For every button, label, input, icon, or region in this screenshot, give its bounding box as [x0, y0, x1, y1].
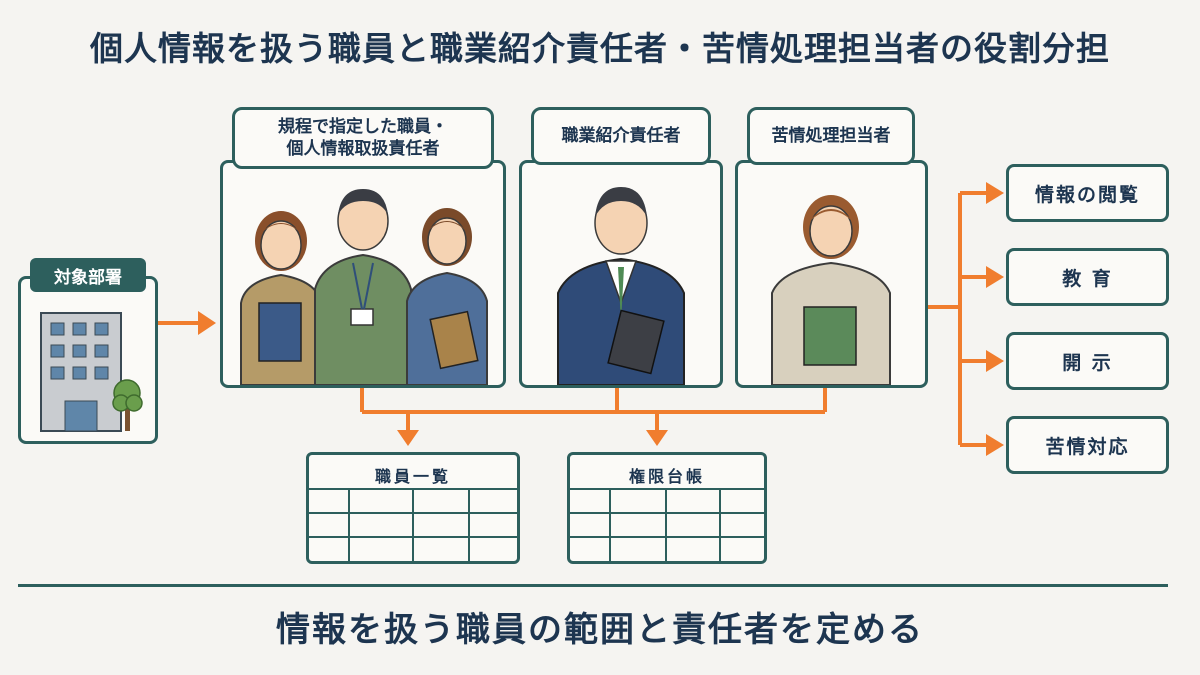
footer-caption: 情報を扱う職員の範囲と責任者を定める: [276, 610, 924, 650]
document-authority-ledger-title: 権限台帳: [628, 467, 705, 486]
group-complaint-officer-panel: [735, 160, 928, 388]
group-complaint-officer-label: 苦情処理担当者: [747, 107, 915, 165]
table-sheet-icon: [570, 488, 764, 561]
office-building-icon: [40, 312, 143, 432]
group-staff-panel: [220, 160, 506, 388]
output-info-viewing: 情報の閲覧: [1006, 164, 1169, 222]
table-sheet-icon: [309, 488, 517, 561]
document-staff-list: 職員一覧: [306, 452, 520, 564]
tree-icon: [112, 379, 143, 431]
document-staff-list-title: 職員一覧: [374, 467, 451, 486]
group-staff-label: 規程で指定した職員・ 個人情報取扱責任者: [232, 107, 494, 169]
group-staff-label-line1: 規程で指定した職員・: [278, 116, 448, 137]
manager-person-icon: [557, 187, 685, 386]
output-complaint-handling: 苦情対応: [1006, 416, 1169, 474]
staff-person-icon: [240, 189, 488, 386]
page-title: 個人情報を扱う職員と職業紹介責任者・苦情処理担当者の役割分担: [90, 29, 1110, 68]
group-placement-manager-panel: [519, 160, 723, 388]
group-staff-label-line2: 個人情報取扱責任者: [286, 139, 440, 159]
staff-person-icon: [771, 195, 891, 386]
output-education: 教 育: [1006, 248, 1169, 306]
department-panel: [18, 276, 158, 444]
document-authority-ledger: 権限台帳: [567, 452, 767, 564]
department-tag: 対象部署: [30, 258, 146, 292]
group-placement-manager-label: 職業紹介責任者: [531, 107, 711, 165]
output-disclosure: 開 示: [1006, 332, 1169, 390]
footer-divider: [18, 584, 1168, 587]
